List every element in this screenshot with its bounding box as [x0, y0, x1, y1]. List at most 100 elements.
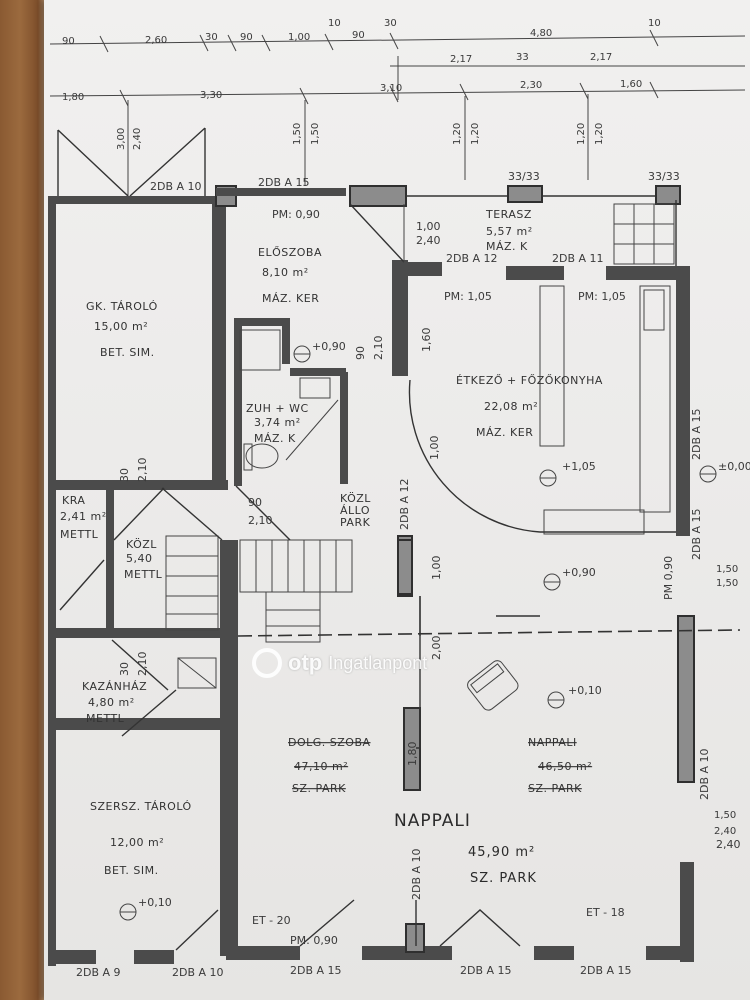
annotation: 2DB A 15: [690, 508, 703, 560]
annotation: ±0,00: [718, 460, 750, 473]
room-name-corridor: KÖZL: [126, 538, 157, 551]
annotation: +0,10: [568, 684, 602, 697]
room-area-corridor2: ÁLLO: [340, 504, 370, 517]
dimension-lines: [49, 29, 746, 196]
dim-label: 90: [240, 32, 253, 43]
annotation: +0,90: [312, 340, 346, 353]
watermark-brand: otp: [288, 650, 323, 675]
room-floor-bath: MÁZ. K: [254, 432, 296, 445]
annotation: 33/33: [508, 170, 540, 183]
annotation: 1,80: [406, 742, 419, 767]
annotation: 1,00: [430, 556, 443, 581]
garage-door-swing: [57, 127, 206, 197]
annotation: 2DB A 10: [698, 748, 711, 800]
annotation: 33/33: [648, 170, 680, 183]
dim-label: 1,20: [594, 123, 605, 145]
annotation: 2,10: [136, 458, 149, 483]
room-area-tools: 12,00 m²: [110, 836, 164, 849]
annotation: +0,10: [138, 896, 172, 909]
room-floor-boiler: METTL: [86, 712, 125, 725]
dimension-labels: 90 2,60 30 90 1,00 10 90 30 4,80 10 2,17…: [62, 18, 738, 837]
annotation: 2,40: [416, 234, 441, 247]
dim-label: 10: [328, 18, 341, 29]
dim-label: 90: [352, 30, 365, 41]
room-name-living-old: NAPPALI: [528, 736, 577, 749]
dim-label: 4,80: [530, 28, 552, 39]
otp-logo-icon: [252, 648, 282, 678]
dim-label: 1,20: [470, 123, 481, 145]
annotation: 2DB A 12: [446, 252, 498, 265]
room-area-living-old: 46,50 m²: [538, 760, 592, 773]
dim-label: 1,50: [716, 578, 738, 589]
dim-label: 3,00: [116, 128, 127, 150]
dim-label: 2,40: [714, 826, 736, 837]
dim-label: 1,20: [452, 123, 463, 145]
annotation: 2DB A 9: [76, 966, 121, 979]
room-floor-corridor: METTL: [124, 568, 163, 581]
dim-label: 1,80: [62, 92, 84, 103]
annotation: 2,10: [136, 652, 149, 677]
annotation: 2DB A 15: [258, 176, 310, 189]
dim-label: 2,17: [590, 52, 612, 63]
annotation: +1,05: [562, 460, 596, 473]
room-floor-tools: BET. SIM.: [104, 864, 159, 877]
room-floor-kamra: METTL: [60, 528, 99, 541]
room-floor-terrace: MÁZ. K: [486, 240, 528, 253]
room-area-garage: 15,00 m²: [94, 320, 148, 333]
room-name-living: NAPPALI: [394, 811, 471, 831]
room-area-terrace: 5,57 m²: [486, 225, 533, 238]
room-area-corridor: 5,40: [126, 552, 153, 565]
room-name-bath: ZUH + WC: [246, 402, 309, 415]
annotation: 2DB A 12: [398, 478, 411, 530]
room-name-dining: ÉTKEZŐ + FŐZŐKONYHA: [456, 373, 603, 387]
room-name-tools: SZERSZ. TÁROLÓ: [90, 800, 192, 813]
room-name-boiler: KAZÁNHÁZ: [82, 680, 147, 693]
annotation: 30: [118, 468, 131, 482]
dim-label: 3,10: [380, 83, 402, 94]
room-labels: GK. TÁROLÓ 15,00 m² BET. SIM. ELŐSZOBA 8…: [60, 208, 603, 886]
dim-label: 2,40: [132, 128, 143, 150]
room-floor-dining: MÁZ. KER: [476, 426, 533, 439]
room-area-hall: 8,10 m²: [262, 266, 309, 279]
annotation: 2,00: [430, 636, 443, 661]
annotation: 1,60: [420, 328, 433, 353]
fixtures: [59, 203, 741, 951]
annotation: 1,00: [416, 220, 441, 233]
annotation: ET - 18: [586, 906, 625, 919]
level-markers: [119, 345, 717, 921]
room-floor-work-old: SZ. PARK: [292, 782, 346, 795]
room-name-garage: GK. TÁROLÓ: [86, 300, 158, 313]
annotation: PM: 1,05: [444, 290, 492, 303]
annotation: 2DB A 10: [150, 180, 202, 193]
room-floor-living-old: SZ. PARK: [528, 782, 582, 795]
dim-label: 1,50: [716, 564, 738, 575]
dim-label: 2,17: [450, 54, 472, 65]
room-name-corridor2: KÖZL: [340, 492, 371, 505]
annotation: 90: [248, 496, 262, 509]
room-floor-garage: BET. SIM.: [100, 346, 155, 359]
annotation: +0,90: [562, 566, 596, 579]
room-area-bath: 3,74 m²: [254, 416, 301, 429]
staircase: [165, 535, 353, 643]
dim-label: 2,60: [145, 35, 167, 46]
watermark: otp Ingatlanpont: [252, 648, 427, 678]
room-name-kamra: KRA: [62, 494, 85, 507]
room-area-dining: 22,08 m²: [484, 400, 538, 413]
room-name-hall: ELŐSZOBA: [258, 245, 322, 259]
annotation: PM 0,90: [662, 556, 675, 600]
room-floor-corridor2: PARK: [340, 516, 371, 529]
room-floor-hall: MÁZ. KER: [262, 292, 319, 305]
annotation: PM: 0,90: [272, 208, 320, 221]
dim-label: 1,50: [714, 810, 736, 821]
room-name-terrace: TERASZ: [485, 208, 532, 221]
annotation: 2,10: [248, 514, 273, 527]
dim-label: 1,00: [288, 32, 310, 43]
dim-label: 1,20: [576, 123, 587, 145]
dim-label: 3,30: [200, 90, 222, 101]
annotation: PM: 1,05: [578, 290, 626, 303]
watermark-suffix: Ingatlanpont: [328, 652, 428, 673]
room-area-kamra: 2,41 m²: [60, 510, 107, 523]
annotation: 2,40: [716, 838, 741, 851]
dim-label: 1,50: [310, 123, 321, 145]
